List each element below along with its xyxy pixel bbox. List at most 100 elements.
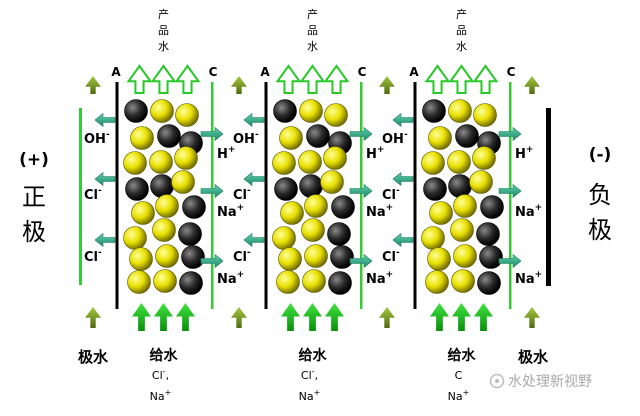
- feed-arrow-2: [154, 303, 173, 331]
- cation-label-2-base: Na: [217, 205, 237, 220]
- membrane-a-label: A: [260, 65, 270, 79]
- anion-arrow-2: [94, 171, 116, 187]
- membrane-c-label: C: [507, 65, 516, 79]
- resin-bead-cation: [304, 194, 328, 218]
- cation-label-3: Na+: [515, 270, 542, 287]
- feed-label: 给水: [299, 347, 328, 364]
- resin-bead-anion: [423, 177, 447, 201]
- feed-arrow-3: [325, 303, 344, 331]
- resin-bead-cation: [150, 99, 174, 123]
- anion-label-3: Cl-: [84, 248, 102, 265]
- cation-label-1-charge: +: [526, 145, 534, 155]
- anion-label-1: OH-: [84, 130, 110, 147]
- concentrate-bottom-arrow-1: [85, 307, 101, 328]
- resin-bead-anion: [182, 195, 206, 219]
- anion-membrane: [264, 82, 268, 309]
- resin-bead-anion: [327, 222, 351, 246]
- resin-bead-anion: [479, 245, 503, 269]
- feed-ion-2-charge: +: [314, 388, 321, 397]
- resin-bead-cation: [131, 201, 155, 225]
- feed-arrow-3: [176, 303, 195, 331]
- concentrate-top-arrow-2: [231, 76, 247, 94]
- anion-label-1: OH-: [382, 130, 408, 147]
- anion-label-3: Cl-: [233, 248, 251, 265]
- cation-label-3-base: Na: [217, 272, 237, 287]
- concentrate-top-arrow-3: [379, 76, 395, 94]
- watermark-logo-icon: [489, 373, 505, 389]
- cation-arrow-2: [200, 183, 224, 199]
- resin-bead-cation: [123, 151, 147, 175]
- anion-label-2-base: Cl: [84, 188, 98, 203]
- membrane-c-label: C: [358, 65, 367, 79]
- cation-label-1-base: H: [366, 147, 377, 162]
- anion-arrow-3: [243, 232, 265, 248]
- right-electrode-plate: [546, 108, 551, 286]
- anion-label-1-base: OH: [233, 132, 255, 147]
- left-bottom-label: 极水: [78, 348, 109, 366]
- cation-label-2: Na+: [217, 203, 244, 220]
- product-water-arrow-3: [472, 64, 499, 94]
- watermark: 水处理新视野: [489, 373, 592, 390]
- resin-bead-anion: [476, 222, 500, 246]
- resin-bead-anion: [150, 174, 174, 198]
- product-water-arrow-1: [424, 64, 451, 94]
- product-water-arrow-2: [150, 64, 177, 94]
- resin-bead-cation: [278, 247, 302, 271]
- cation-label-3-base: Na: [366, 272, 386, 287]
- cation-arrow-3: [498, 253, 522, 269]
- resin-bead-cation: [320, 170, 344, 194]
- resin-bead-cation: [428, 126, 452, 150]
- cation-arrow-2: [498, 183, 522, 199]
- product-water-arrow-3: [174, 64, 201, 94]
- anion-label-1-charge: -: [255, 130, 259, 140]
- feed-label: 给水: [150, 347, 179, 364]
- cation-label-1: H+: [366, 145, 384, 162]
- feed-ion-1-base: C: [455, 369, 463, 382]
- resin-bead-cation: [451, 269, 475, 293]
- resin-bead-cation: [279, 126, 303, 150]
- resin-bead-anion: [330, 245, 354, 269]
- anion-label-1: OH-: [233, 130, 259, 147]
- concentrate-bottom-arrow-4: [524, 307, 540, 328]
- feed-ion-1-charge: -: [163, 367, 166, 376]
- anion-arrow-1: [94, 112, 116, 128]
- resin-bead-cation: [298, 150, 322, 174]
- anion-label-2-base: Cl: [382, 188, 396, 203]
- product-water-char-3: 水: [456, 40, 467, 53]
- feed-ion-2-base: Na: [448, 390, 463, 403]
- resin-bead-cation: [453, 244, 477, 268]
- resin-bead-anion: [274, 177, 298, 201]
- resin-bead-cation: [323, 146, 347, 170]
- anion-arrow-2: [243, 171, 265, 187]
- anion-arrow-1: [392, 112, 414, 128]
- cation-label-2: Na+: [515, 203, 542, 220]
- cation-label-2-base: Na: [515, 205, 535, 220]
- anion-label-1-base: OH: [382, 132, 404, 147]
- product-water-arrow-3: [323, 64, 350, 94]
- right-bottom-label: 极水: [518, 348, 549, 366]
- anion-label-1-charge: -: [106, 130, 110, 140]
- membrane-a-label: A: [409, 65, 419, 79]
- concentrate-top-arrow-1: [85, 76, 101, 94]
- resin-bead-cation: [324, 103, 348, 127]
- cation-label-2-charge: +: [535, 203, 543, 213]
- cation-label-3-base: Na: [515, 272, 535, 287]
- product-water-char-1: 产: [307, 7, 318, 21]
- resin-bead-cation: [304, 244, 328, 268]
- resin-bead-anion: [178, 222, 202, 246]
- resin-bead-cation: [152, 218, 176, 242]
- resin-bead-anion: [477, 271, 501, 295]
- resin-bead-cation: [129, 247, 153, 271]
- anion-label-1-base: OH: [84, 132, 106, 147]
- resin-bead-cation: [280, 201, 304, 225]
- resin-bead-cation: [299, 99, 323, 123]
- left-electrode-name-2: 极: [22, 218, 46, 246]
- resin-bead-cation: [429, 201, 453, 225]
- resin-bead-cation: [153, 269, 177, 293]
- resin-bead-anion: [455, 124, 479, 148]
- concentrate-bottom-arrow-2: [231, 307, 247, 328]
- resin-bead-anion: [328, 271, 352, 295]
